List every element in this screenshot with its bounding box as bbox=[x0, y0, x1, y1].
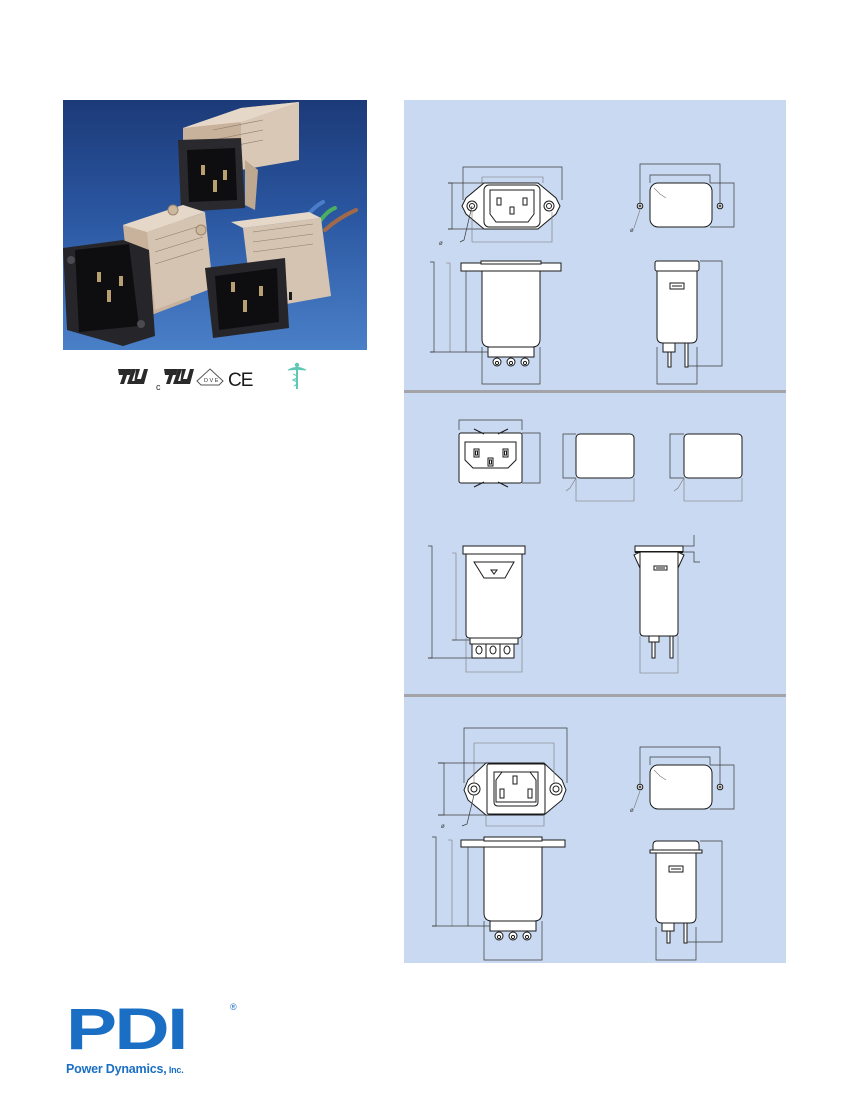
power-entry-module-top bbox=[178, 102, 299, 212]
svg-text:CE: CE bbox=[228, 370, 253, 391]
end-view bbox=[654, 260, 723, 385]
svg-text:ø: ø bbox=[630, 808, 634, 814]
section-snap-in-type bbox=[428, 419, 743, 674]
certification-marks: c D V E CE bbox=[100, 355, 340, 400]
svg-text:ø: ø bbox=[439, 241, 443, 247]
front-view bbox=[458, 419, 541, 488]
svg-text:D V E: D V E bbox=[204, 378, 219, 384]
side-view bbox=[430, 260, 562, 385]
section-flange-mount-type-1: ø ø bbox=[430, 163, 735, 385]
front-view: ø bbox=[439, 166, 563, 247]
section-flange-mount-type-2: ø ø bbox=[432, 727, 735, 961]
end-view bbox=[649, 840, 723, 961]
front-view: ø bbox=[438, 727, 568, 830]
panel-cutout-view-b bbox=[669, 433, 743, 502]
power-entry-module-wired bbox=[205, 212, 331, 338]
panel-cutout-view: ø bbox=[630, 163, 735, 234]
ul-recognized-mark bbox=[118, 369, 148, 384]
power-entry-module-flanged bbox=[63, 204, 213, 346]
company-name-text: Power Dynamics, bbox=[66, 1062, 167, 1076]
svg-text:c: c bbox=[156, 382, 161, 392]
vde-mark: D V E bbox=[196, 368, 224, 386]
company-suffix: Inc. bbox=[166, 1065, 184, 1075]
section-separator bbox=[404, 694, 786, 697]
company-logo: PDI ® Power Dynamics, Inc. bbox=[66, 1000, 246, 1080]
cul-recognized-mark: c bbox=[156, 369, 194, 392]
section-separator bbox=[404, 390, 786, 393]
panel-cutout-view: ø bbox=[630, 746, 735, 814]
end-view bbox=[633, 535, 700, 674]
svg-text:ø: ø bbox=[630, 228, 634, 234]
logo-mark: PDI bbox=[66, 997, 188, 1062]
svg-text:ø: ø bbox=[441, 824, 445, 830]
panel-cutout-view-a bbox=[562, 433, 635, 502]
registered-mark: ® bbox=[230, 1002, 237, 1012]
side-view bbox=[432, 836, 566, 961]
side-view bbox=[428, 545, 526, 673]
technical-drawings-panel: .o { fill: #ffffff; stroke: #1a1a1a; str… bbox=[404, 100, 786, 963]
ce-mark: CE bbox=[228, 370, 254, 391]
company-name: Power Dynamics, Inc. bbox=[66, 1062, 184, 1076]
product-photo bbox=[63, 100, 367, 350]
caduceus-mark bbox=[287, 362, 307, 389]
